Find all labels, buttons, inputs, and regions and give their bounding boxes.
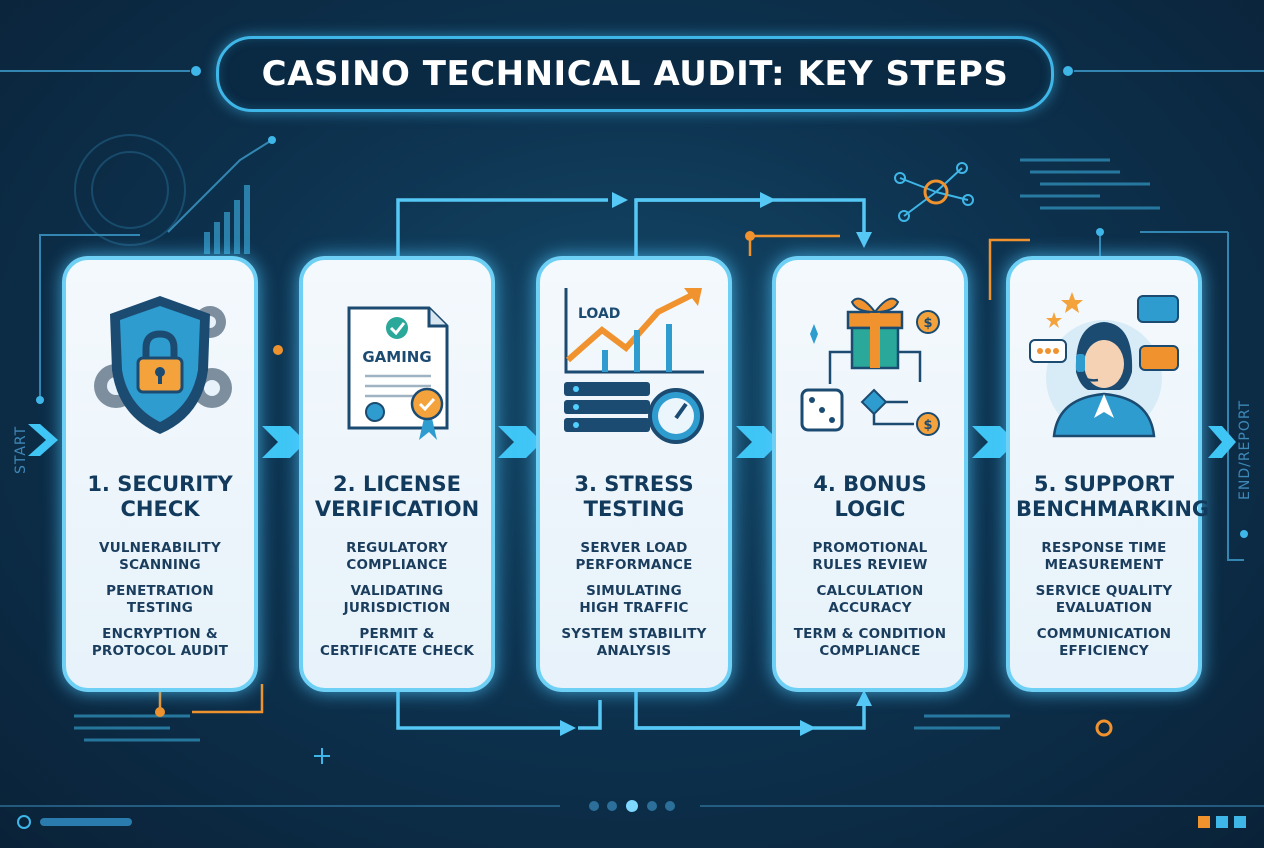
title-banner: CASINO TECHNICAL AUDIT: KEY STEPS <box>216 36 1054 112</box>
end-report-label: END/REPORT <box>1237 399 1253 500</box>
gaming-label: GAMING <box>362 348 431 366</box>
gift-dice-icon: $ $ <box>800 297 940 436</box>
support-agent-icon <box>1029 292 1179 438</box>
start-label: START <box>13 425 29 474</box>
svg-text:$: $ <box>923 316 932 331</box>
page-title: CASINO TECHNICAL AUDIT: KEY STEPS <box>261 54 1009 94</box>
shield-lock-icon <box>94 296 232 434</box>
svg-text:$: $ <box>923 418 932 433</box>
certificate-icon: GAMING <box>347 306 449 440</box>
list-item: ENCRYPTION &PROTOCOL AUDIT <box>91 626 229 659</box>
list-item: PERMIT &CERTIFICATE CHECK <box>319 626 475 659</box>
load-label: LOAD <box>578 306 620 322</box>
server-load-icon: LOAD <box>564 288 704 444</box>
